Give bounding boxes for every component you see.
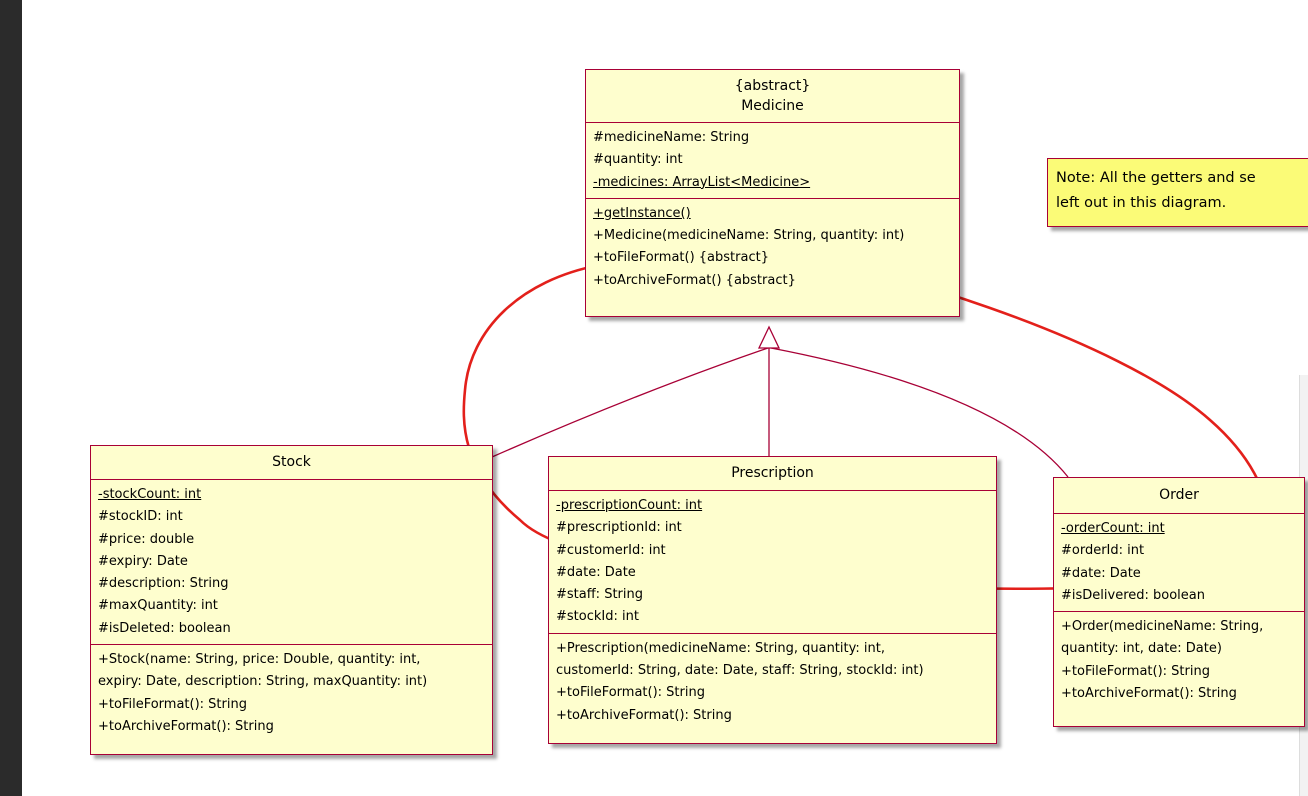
static-attribute: -prescriptionCount: int	[556, 498, 703, 513]
methods-section: +Prescription(medicineName: String, quan…	[549, 632, 996, 731]
attribute: #medicineName: String	[593, 130, 750, 145]
method: +toFileFormat(): String	[1061, 663, 1210, 679]
class-header: Order	[1054, 478, 1304, 514]
inheritance-line-order	[770, 347, 1069, 478]
class-prescription[interactable]: Prescription -prescriptionCount: int #pr…	[548, 456, 997, 744]
attribute: #isDeleted: boolean	[98, 620, 231, 636]
attribute: #staff: String	[556, 587, 643, 603]
attribute: #expiry: Date	[98, 553, 188, 569]
method: expiry: Date, description: String, maxQu…	[98, 674, 428, 690]
window-left-edge	[0, 0, 22, 796]
attribute: #stockId: int	[556, 609, 639, 625]
class-name: Prescription	[731, 465, 814, 481]
attribute: #date: Date	[556, 564, 636, 580]
method: +toFileFormat() {abstract}	[593, 250, 769, 266]
method: +toArchiveFormat(): String	[556, 707, 732, 723]
inheritance-lines	[491, 325, 1069, 478]
diagram-note[interactable]: Note: All the getters and se left out in…	[1047, 158, 1308, 227]
method: +toArchiveFormat(): String	[98, 718, 274, 734]
class-stereotype: {abstract}	[734, 78, 811, 94]
attributes-section: -orderCount: int #orderId: int #date: Da…	[1054, 514, 1304, 611]
methods-section: +Order(medicineName: String, quantity: i…	[1054, 611, 1304, 709]
static-attribute: -orderCount: int	[1061, 521, 1165, 536]
method: +Medicine(medicineName: String, quantity…	[593, 228, 905, 244]
attribute: #isDelivered: boolean	[1061, 587, 1205, 603]
attribute: #prescriptionId: int	[556, 520, 682, 536]
method: +Prescription(medicineName: String, quan…	[556, 640, 885, 656]
attribute: #description: String	[98, 576, 229, 592]
class-name: Order	[1159, 487, 1199, 503]
method: +Order(medicineName: String,	[1061, 619, 1264, 635]
methods-section: +Stock(name: String, price: Double, quan…	[91, 644, 492, 742]
note-line: left out in this diagram.	[1056, 195, 1227, 211]
method: quantity: int, date: Date)	[1061, 641, 1222, 657]
note-line: Note: All the getters and se	[1056, 170, 1256, 186]
class-medicine[interactable]: {abstract} Medicine #medicineName: Strin…	[585, 69, 960, 317]
attribute: #quantity: int	[593, 152, 683, 168]
static-attribute: -medicines: ArrayList<Medicine>	[593, 174, 811, 190]
attribute: #maxQuantity: int	[98, 598, 218, 614]
class-header: Prescription	[549, 457, 996, 491]
attributes-section: -stockCount: int #stockID: int #price: d…	[91, 480, 492, 644]
static-attribute: -stockCount: int	[98, 487, 202, 502]
class-stock[interactable]: Stock -stockCount: int #stockID: int #pr…	[90, 445, 493, 755]
attributes-section: -prescriptionCount: int #prescriptionId:…	[549, 491, 996, 633]
attribute: #date: Date	[1061, 565, 1141, 581]
inheritance-line-stock	[491, 347, 769, 458]
attributes-section: #medicineName: String #quantity: int -me…	[586, 123, 959, 198]
method: +toFileFormat(): String	[556, 685, 705, 701]
attribute: #price: double	[98, 531, 195, 547]
methods-section: +getInstance() +Medicine(medicineName: S…	[586, 197, 959, 296]
method: customerId: String, date: Date, staff: S…	[556, 663, 924, 679]
inheritance-arrowhead	[757, 325, 781, 349]
attribute: #orderId: int	[1061, 543, 1145, 559]
class-header: {abstract} Medicine	[586, 70, 959, 123]
method: +toArchiveFormat() {abstract}	[593, 272, 796, 288]
static-method: +getInstance()	[593, 205, 691, 221]
class-name: Medicine	[741, 98, 804, 114]
class-order[interactable]: Order -orderCount: int #orderId: int #da…	[1053, 477, 1305, 727]
method: +toArchiveFormat(): String	[1061, 686, 1237, 702]
attribute: #stockID: int	[98, 509, 183, 525]
method: +toFileFormat(): String	[98, 696, 247, 712]
method: +Stock(name: String, price: Double, quan…	[98, 652, 421, 668]
class-name: Stock	[272, 454, 311, 470]
attribute: #customerId: int	[556, 542, 666, 558]
class-header: Stock	[91, 446, 492, 480]
